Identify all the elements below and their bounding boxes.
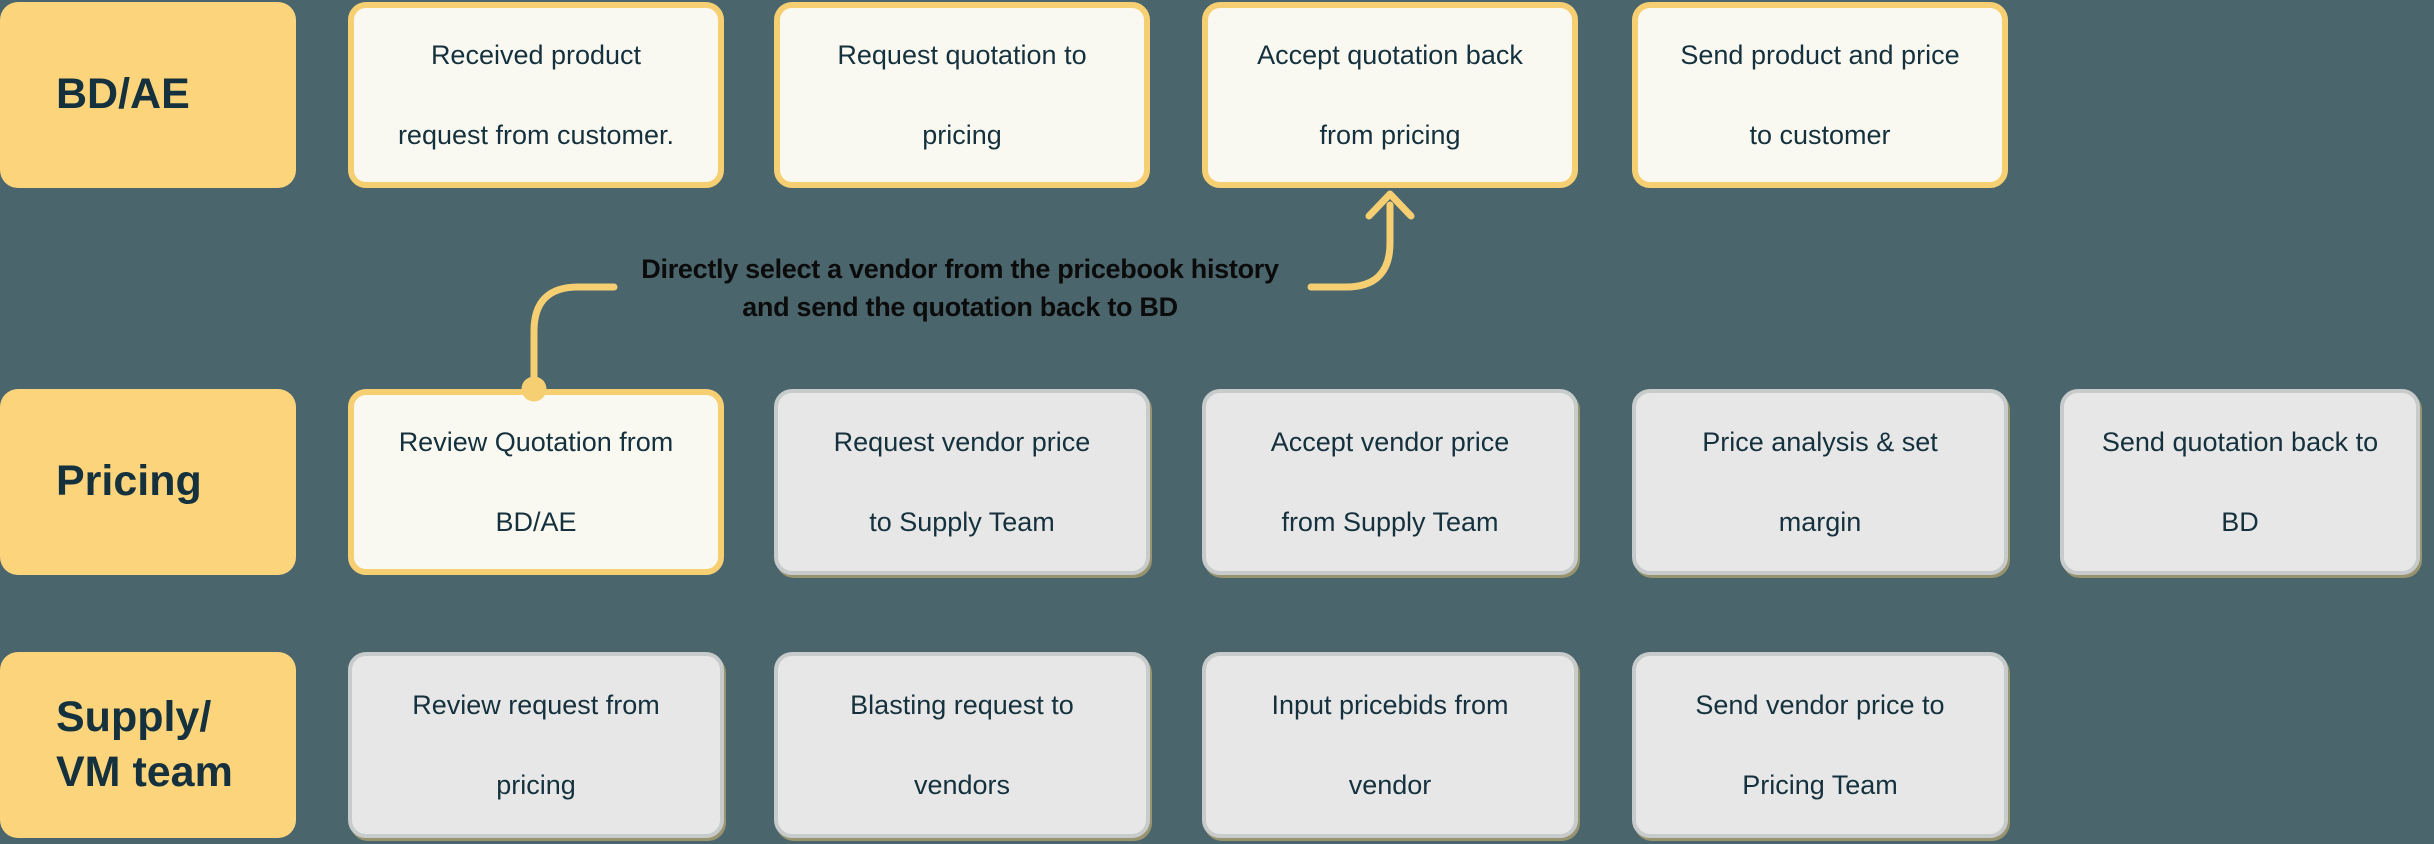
annotation-note: Directly select a vendor from the priceb…: [420, 250, 1500, 326]
step-card-input-pricebids-from-vendor: Input pricebids from vendor: [1202, 652, 1578, 838]
step-card-received-product-request: Received product request from customer.: [348, 2, 724, 188]
step-card-text: from pricing: [1319, 120, 1461, 150]
lane-label-text: BD/AE: [56, 70, 190, 119]
lane-label-text: VM team: [56, 748, 233, 796]
step-card-text: Send product and price: [1680, 40, 1960, 70]
lane-label-bdae: BD/AE: [0, 2, 296, 188]
step-card-text: Request quotation to: [837, 40, 1087, 70]
step-card-text: margin: [1778, 507, 1862, 537]
annotation-line: and send the quotation back to BD: [742, 292, 1178, 322]
step-card-text: Received product: [430, 40, 642, 70]
step-card-text: request from customer.: [397, 120, 675, 150]
lane-label-pricing: Pricing: [0, 389, 296, 575]
step-card-review-request-from-pricing: Review request from pricing: [348, 652, 724, 838]
lane-label-supply-vm: Supply/ VM team: [0, 652, 296, 838]
step-card-text: pricing: [496, 770, 576, 800]
annotation-line: Directly select a vendor from the priceb…: [641, 254, 1279, 284]
lane-label-text: Pricing: [56, 457, 202, 506]
step-card-text: vendors: [913, 770, 1011, 800]
step-card-text: Accept vendor price: [1270, 427, 1510, 457]
step-card-text: to customer: [1749, 120, 1891, 150]
step-card-text: vendor: [1348, 770, 1432, 800]
step-card-text: BD: [2221, 507, 2259, 537]
step-card-text: Review Quotation from: [398, 427, 674, 457]
step-card-text: to Supply Team: [869, 507, 1055, 537]
step-card-text: Input pricebids from: [1271, 690, 1509, 720]
step-card-accept-vendor-price: Accept vendor price from Supply Team: [1202, 389, 1578, 575]
step-card-request-quotation-to-pricing: Request quotation to pricing: [774, 2, 1150, 188]
step-card-blasting-request-to-vendors: Blasting request to vendors: [774, 652, 1150, 838]
step-card-text: BD/AE: [495, 507, 577, 537]
step-card-review-quotation-from-bdae: Review Quotation from BD/AE: [348, 389, 724, 575]
step-card-text: Blasting request to: [850, 690, 1074, 720]
step-card-accept-quotation-back: Accept quotation back from pricing: [1202, 2, 1578, 188]
step-card-text: from Supply Team: [1281, 507, 1499, 537]
step-card-text: Price analysis & set: [1702, 427, 1938, 457]
step-card-text: Review request from: [412, 690, 660, 720]
step-card-text: pricing: [922, 120, 1002, 150]
step-card-text: Accept quotation back: [1257, 40, 1523, 70]
step-card-request-vendor-price: Request vendor price to Supply Team: [774, 389, 1150, 575]
step-card-send-vendor-price-to-pricing: Send vendor price to Pricing Team: [1632, 652, 2008, 838]
step-card-price-analysis-set-margin: Price analysis & set margin: [1632, 389, 2008, 575]
step-card-text: Send vendor price to: [1695, 690, 1945, 720]
step-card-text: Send quotation back to: [2101, 427, 2379, 457]
lane-label-text: Supply/: [56, 692, 212, 741]
step-card-text: Request vendor price: [833, 427, 1091, 457]
step-card-send-quotation-back-to-bd: Send quotation back to BD: [2060, 389, 2420, 575]
step-card-send-product-and-price: Send product and price to customer: [1632, 2, 2008, 188]
arrowhead-icon: [1365, 190, 1415, 220]
step-card-text: Pricing Team: [1742, 770, 1898, 800]
